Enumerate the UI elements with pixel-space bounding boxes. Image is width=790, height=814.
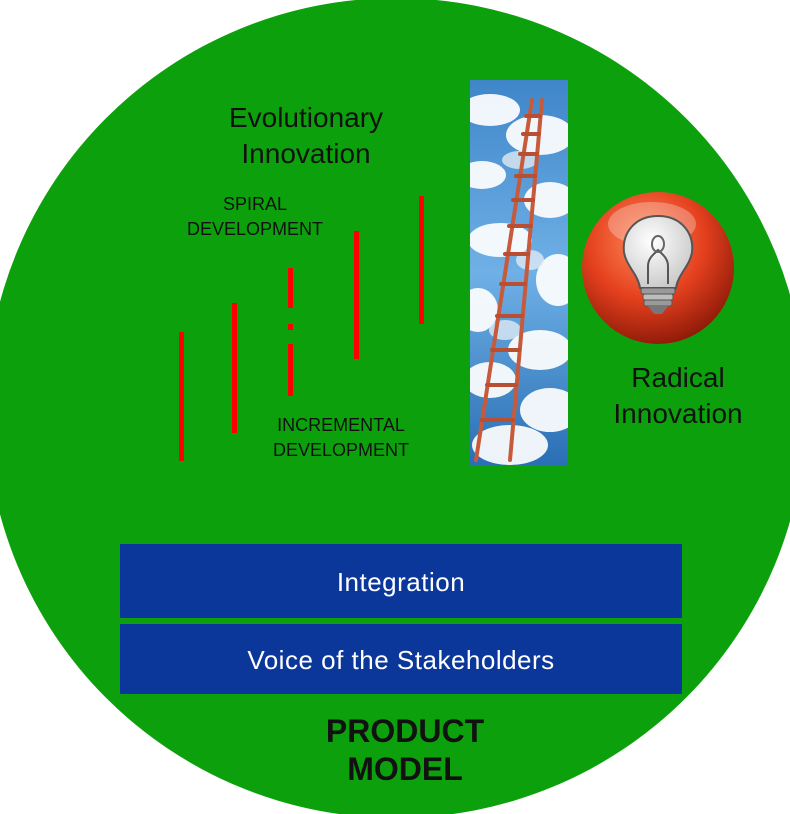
voice-of-stakeholders-layer: Voice of the Stakeholders <box>120 624 682 694</box>
evolutionary-line-2: Innovation <box>241 138 371 169</box>
lightbulb-icon <box>582 192 734 344</box>
evolutionary-line-1: Evolutionary <box>228 102 384 133</box>
product-model-line-1: PRODUCT <box>325 713 485 749</box>
step-bar-3c <box>288 344 293 396</box>
ladder-icon <box>470 80 568 465</box>
lightbulb-orb <box>578 188 738 348</box>
step-bar-3b <box>288 324 293 330</box>
radical-line-2: Innovation <box>613 398 743 429</box>
integration-layer: Integration <box>120 544 682 618</box>
ladder-sky-image <box>470 80 568 465</box>
step-bar-3a <box>288 268 293 308</box>
radical-line-1: Radical <box>631 362 725 393</box>
incremental-line-1: INCREMENTAL <box>277 415 405 435</box>
step-bar-1 <box>179 332 184 461</box>
radical-innovation-label: Radical Innovation <box>578 360 778 432</box>
incremental-line-2: DEVELOPMENT <box>272 440 410 460</box>
spiral-line-1: SPIRAL <box>222 194 288 214</box>
spiral-line-2: DEVELOPMENT <box>186 219 324 239</box>
product-model-line-2: MODEL <box>347 751 463 787</box>
step-bar-5 <box>419 196 424 324</box>
spiral-development-label: SPIRAL DEVELOPMENT <box>150 192 360 242</box>
step-bar-4 <box>354 231 359 359</box>
incremental-development-label: INCREMENTAL DEVELOPMENT <box>236 413 446 463</box>
product-model-label: PRODUCT MODEL <box>270 712 540 788</box>
evolutionary-innovation-label: Evolutionary Innovation <box>176 100 436 172</box>
step-bar-2 <box>232 303 237 433</box>
